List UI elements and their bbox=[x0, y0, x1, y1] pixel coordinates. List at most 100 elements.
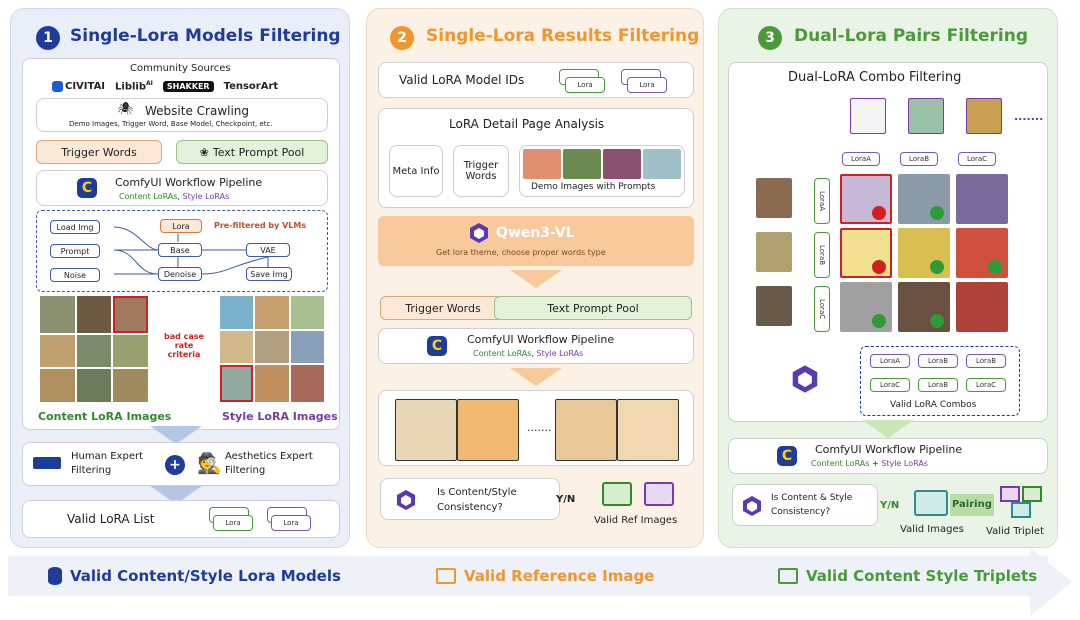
comfyui-icon: C bbox=[77, 178, 97, 198]
website-crawling-box: 🕷 Website Crawling Demo Images, Trigger … bbox=[36, 98, 328, 132]
database-icon bbox=[48, 567, 62, 585]
pairing-label: Pairing bbox=[952, 499, 992, 510]
image-icon-purple bbox=[644, 482, 674, 506]
gen-ellipsis: ....... bbox=[527, 421, 552, 434]
comfyui-sub-2: Content LoRAs, Style LoRAs bbox=[473, 349, 584, 358]
consistency-box-2: Is Content/Style Consistency? bbox=[380, 478, 560, 520]
arrow-down-p3 bbox=[862, 420, 914, 438]
valid-ids-box: Valid LoRA Model IDs Lora Lora bbox=[378, 62, 694, 98]
qwen-icon-3 bbox=[792, 365, 818, 393]
bottom-item-3: Valid Content Style Triplets bbox=[778, 556, 1037, 596]
col-label-a: LoraA bbox=[842, 152, 880, 166]
valid-combos-label: Valid LoRA Combos bbox=[890, 400, 977, 410]
text-prompt-pool-pill: ❀Text Prompt Pool bbox=[176, 140, 328, 164]
content-images-label: Content LoRA Images bbox=[38, 410, 172, 423]
generated-images-box: ....... bbox=[378, 390, 694, 466]
consistency-q-3: Is Content & Style Consistency? bbox=[771, 493, 853, 517]
valid-lora-list-label: Valid LoRA List bbox=[67, 512, 155, 526]
consistency-q-2: Is Content/Style Consistency? bbox=[437, 487, 517, 513]
col-label-c: LoraC bbox=[958, 152, 996, 166]
p2-text-prompt-pool-pill: Text Prompt Pool bbox=[494, 296, 692, 320]
human-expert-icon bbox=[33, 457, 61, 469]
row-label-b: LoraB bbox=[814, 232, 830, 278]
demo-thumb-3 bbox=[603, 149, 641, 179]
demo-thumb-1 bbox=[523, 149, 561, 179]
crawl-title: Website Crawling bbox=[145, 104, 250, 118]
workflow-graph bbox=[36, 210, 328, 292]
liblib-logo: LiblibAI bbox=[115, 79, 153, 93]
gen-thumb-4 bbox=[617, 399, 679, 461]
valid-triplet-label: Valid Triplet bbox=[986, 526, 1045, 537]
comfyui-sub-1: Content LoRAs, Style LoRAs bbox=[119, 192, 230, 201]
qwen-icon-2 bbox=[397, 490, 415, 510]
image-icon-green bbox=[602, 482, 632, 506]
id-tag-green: Lora bbox=[565, 77, 605, 93]
community-sources-label: Community Sources bbox=[130, 63, 231, 74]
arrow-down-p2a bbox=[510, 270, 562, 288]
qwen-subtitle: Get lora theme, choose proper words type bbox=[436, 248, 606, 257]
tensorart-logo: TensorArt bbox=[223, 80, 279, 92]
row-img-a bbox=[756, 178, 792, 218]
step-number-2: 2 bbox=[390, 26, 414, 50]
arrow-down-p1b bbox=[150, 486, 202, 504]
comfyui-icon-3: C bbox=[777, 446, 797, 466]
bottom-band-arrow bbox=[1030, 548, 1072, 616]
row-label-a: LoraA bbox=[814, 178, 830, 224]
detail-analysis-box: LoRA Detail Page Analysis Meta Info Trig… bbox=[378, 108, 694, 208]
panel1-title: Single-Lora Models Filtering bbox=[70, 26, 341, 46]
comfyui-icon-2: C bbox=[427, 336, 447, 356]
pairing-arrow bbox=[950, 494, 994, 516]
combo-tag-1b: LoraB bbox=[918, 354, 958, 368]
openai-icon: ❀ bbox=[199, 145, 209, 159]
demo-images-label: Demo Images with Prompts bbox=[531, 182, 656, 192]
trigger-words-box: Trigger Words bbox=[453, 145, 509, 197]
bottom-item-1: Valid Content/Style Lora Models bbox=[48, 556, 341, 596]
lora-tag-green: Lora bbox=[213, 515, 253, 531]
lora-tag-purple: Lora bbox=[271, 515, 311, 531]
check-icon-2 bbox=[930, 260, 944, 274]
style-lora-grid bbox=[220, 296, 324, 402]
combos-dashed bbox=[860, 346, 1020, 416]
qwen-icon bbox=[470, 223, 488, 243]
col-img-b bbox=[908, 98, 944, 134]
valid-ref-label: Valid Ref Images bbox=[594, 515, 678, 526]
node-save-img: Save Img bbox=[246, 267, 292, 281]
qwen-title: Qwen3-VL bbox=[496, 225, 575, 241]
trigger-words-pill: Trigger Words bbox=[36, 140, 162, 164]
col-img-a bbox=[850, 98, 886, 134]
row-img-b bbox=[756, 232, 792, 272]
aesthetics-expert-label: Aesthetics Expert Filtering bbox=[225, 451, 313, 476]
node-load-img: Load Img bbox=[50, 220, 100, 234]
p2-trigger-words-pill: Trigger Words bbox=[380, 296, 506, 320]
valid-images-label: Valid Images bbox=[900, 524, 964, 535]
shakker-logo: SHAKKER bbox=[162, 80, 214, 92]
arrow-down-p1a bbox=[150, 426, 202, 444]
qwen-band bbox=[378, 216, 694, 266]
comfyui-title-1: ComfyUI Workflow Pipeline bbox=[115, 176, 263, 189]
image-icon-green-bottom bbox=[778, 568, 798, 584]
qwen-title-row: Qwen3-VL bbox=[468, 222, 575, 244]
combo-title: Dual-LoRA Combo Filtering bbox=[788, 70, 962, 85]
qwen-icon-4 bbox=[743, 496, 761, 516]
bottom-item-2: Valid Reference Image bbox=[436, 556, 654, 596]
col-dots: ....... bbox=[1014, 110, 1044, 123]
combo-tag-1a: LoraA bbox=[870, 354, 910, 368]
node-lora: Lora bbox=[160, 219, 202, 233]
row-label-c: LoraC bbox=[814, 286, 830, 332]
step-number-3: 3 bbox=[758, 26, 782, 50]
check-icon-4 bbox=[872, 314, 886, 328]
expert-filtering-box: Human Expert Filtering + 🕵 Aesthetics Ex… bbox=[22, 442, 340, 486]
node-noise: Noise bbox=[50, 268, 100, 282]
combo-cc bbox=[956, 282, 1008, 332]
crawl-subtitle: Demo Images, Trigger Word, Base Model, C… bbox=[69, 120, 273, 128]
plus-icon: + bbox=[165, 455, 185, 475]
combo-tag-2b: LoraB bbox=[918, 378, 958, 392]
step-number-1: 1 bbox=[36, 26, 60, 50]
bottom-band bbox=[8, 556, 1048, 596]
demo-thumb-2 bbox=[563, 149, 601, 179]
prefilter-label: Pre-filtered by VLMs bbox=[214, 221, 307, 230]
id-tag-purple: Lora bbox=[627, 77, 667, 93]
human-expert-label: Human Expert Filtering bbox=[71, 451, 144, 476]
source-logos: CIVITAI LiblibAI SHAKKER TensorArt bbox=[52, 78, 302, 94]
style-images-label: Style LoRA Images bbox=[222, 410, 338, 423]
